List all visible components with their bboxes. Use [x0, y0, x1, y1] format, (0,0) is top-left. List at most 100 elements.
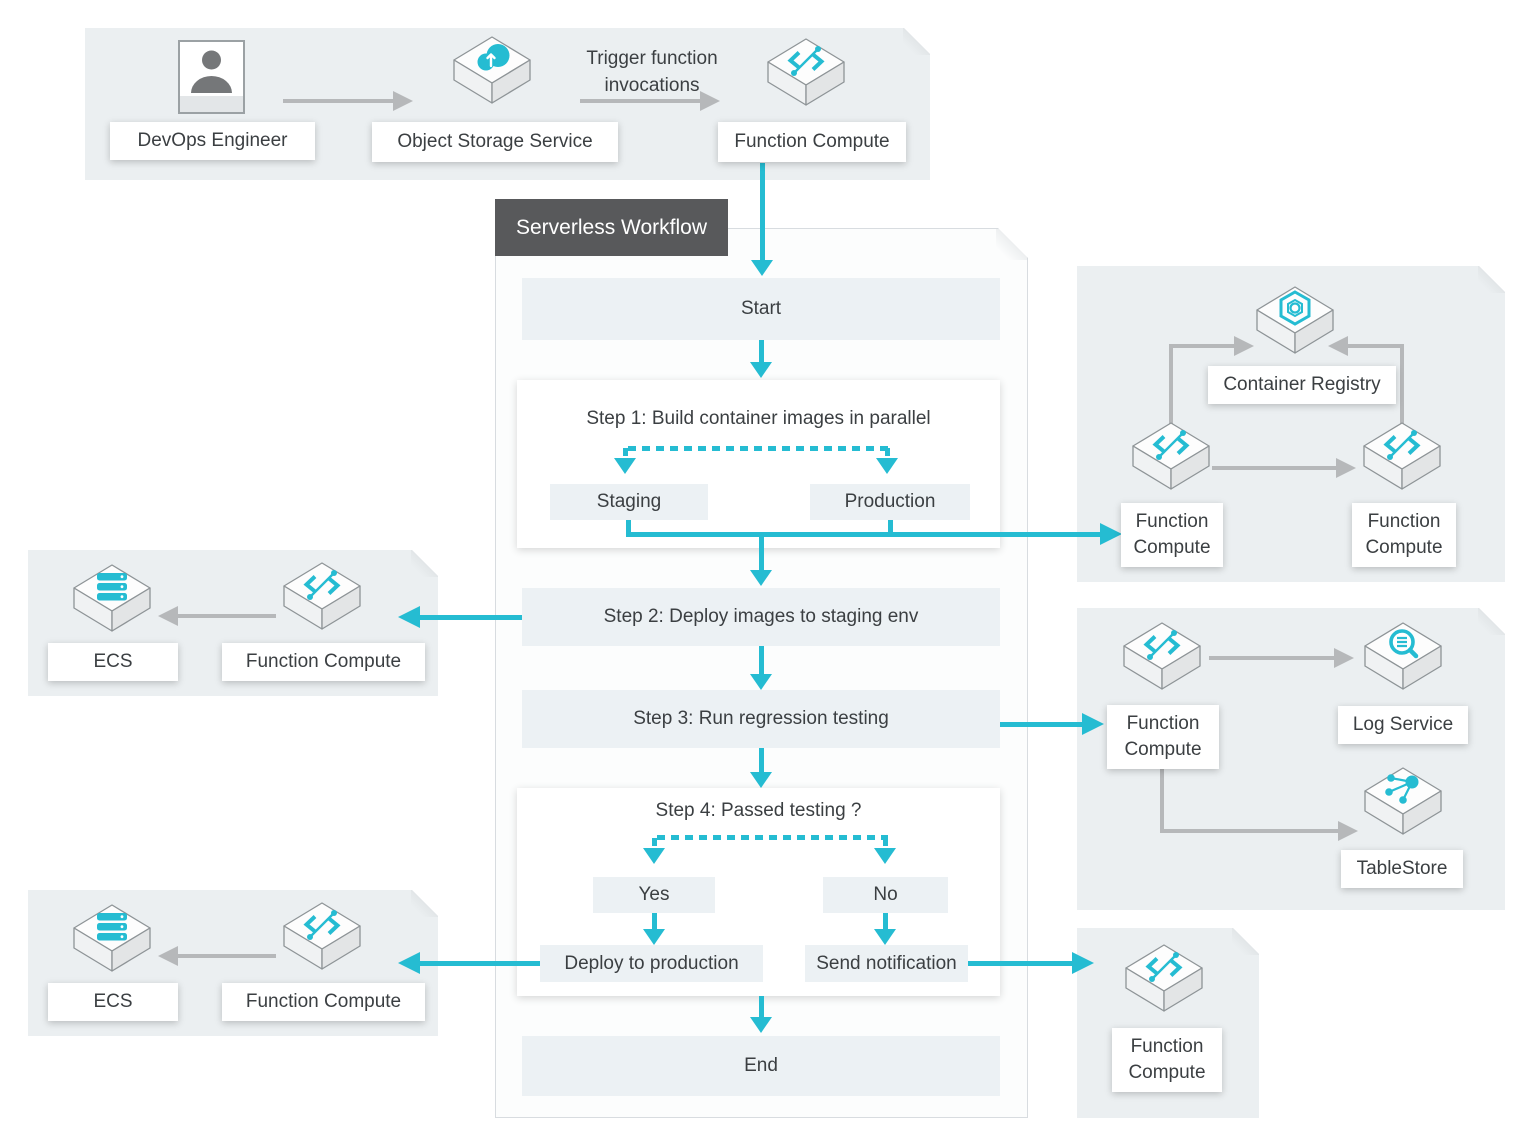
no-node: No [823, 877, 948, 913]
function-compute-label-build-left: Function Compute [1121, 503, 1223, 567]
function-compute-icon-production [279, 898, 365, 984]
arrowhead-to-production [876, 458, 898, 474]
connector-fcA-to-fcB [1212, 466, 1336, 470]
step4-branch-dashed-line [657, 835, 888, 840]
function-compute-label-staging: Function Compute [222, 643, 425, 681]
connector-step3-right [1000, 722, 1082, 727]
send-notification-node: Send notification [805, 945, 968, 982]
arrowhead-fc-to-tablestore [1338, 821, 1358, 841]
arrowhead-notify-to-notification-group [1072, 952, 1094, 974]
arrowhead-step3-to-step4 [750, 772, 772, 788]
deploy-to-production-node: Deploy to production [540, 945, 763, 982]
arrowhead-yes-to-deploy [643, 929, 665, 945]
connector-oss-to-fc [580, 99, 700, 103]
connector-fc-to-tablestore [1160, 829, 1338, 833]
step4-branch-stub-left [652, 838, 657, 846]
arrowhead-fc-to-start [751, 260, 773, 276]
arrowhead-deploy-to-production-group [398, 952, 420, 974]
workflow-header: Serverless Workflow [495, 199, 728, 256]
connector-merge-to-step2 [759, 537, 764, 570]
step1-branch-dashed-line [628, 446, 890, 451]
end-node: End [522, 1036, 1000, 1096]
arrowhead-fc-to-ecs-production [158, 946, 178, 966]
arrowhead-to-build-group [1100, 523, 1122, 545]
object-storage-icon [449, 32, 535, 118]
connector-no-down [883, 913, 888, 929]
connector-fcB-to-registry [1348, 344, 1404, 348]
connector-fcB-up [1400, 344, 1404, 450]
connector-branch-merge [626, 532, 1100, 537]
arrowhead-no-to-notify [874, 929, 896, 945]
arrowhead-step3-to-testing-group [1082, 713, 1104, 735]
tablestore-label: TableStore [1341, 850, 1463, 888]
connector-notify-right [968, 961, 1072, 966]
staging-node: Staging [550, 484, 708, 520]
arrowhead-fcA-to-fcB [1336, 458, 1356, 478]
ecs-label-staging: ECS [48, 643, 178, 681]
arrowhead-step2-to-step3 [750, 674, 772, 690]
tablestore-icon [1360, 763, 1446, 849]
arrowhead-start-to-step1 [750, 362, 772, 378]
devops-engineer-icon [178, 40, 245, 114]
function-compute-label-testing: Function Compute [1107, 705, 1219, 769]
function-compute-icon-notification [1121, 940, 1207, 1026]
connector-step2-left [420, 615, 522, 620]
arrowhead-to-no [874, 848, 896, 864]
function-compute-icon-staging [279, 558, 365, 644]
step4-branch-stub-right [883, 838, 888, 846]
function-compute-label-build-right: Function Compute [1352, 503, 1456, 567]
arrowhead-fcB-to-registry [1328, 336, 1348, 356]
connector-staging-down [626, 520, 631, 534]
arrowhead-oss-to-fc [700, 91, 720, 111]
function-compute-label-top: Function Compute [718, 122, 906, 162]
function-compute-icon-top [763, 34, 849, 120]
connector-fc-to-ecs-staging [178, 614, 276, 618]
connector-deploy-left [420, 961, 540, 966]
arrowhead-step4-to-end [750, 1017, 772, 1033]
connector-yes-down [652, 913, 657, 929]
function-compute-label-notification: Function Compute [1112, 1028, 1222, 1092]
connector-step4-to-end [759, 996, 764, 1017]
connector-step3-to-step4 [759, 748, 764, 772]
connector-fc-to-log [1209, 656, 1334, 660]
workflow-title: Serverless Workflow [516, 215, 707, 239]
arrowhead-to-yes [643, 848, 665, 864]
start-node: Start [522, 278, 1000, 340]
devops-engineer-label: DevOps Engineer [110, 122, 315, 160]
arrowhead-step2-to-staging-deploy [398, 606, 420, 628]
step1-card [517, 380, 1000, 548]
connector-fcA-to-registry [1169, 344, 1235, 348]
ecs-icon-staging [69, 560, 155, 646]
step3-node: Step 3: Run regression testing [522, 690, 1000, 748]
yes-node: Yes [593, 877, 715, 913]
connector-fc-down [1160, 769, 1164, 833]
arrowhead-fc-to-ecs-staging [158, 606, 178, 626]
step2-node: Step 2: Deploy images to staging env [522, 588, 1000, 646]
ecs-icon-production [69, 900, 155, 986]
connector-step2-to-step3 [759, 646, 764, 674]
arrowhead-to-staging [614, 458, 636, 474]
step1-title: Step 1: Build container images in parall… [586, 408, 931, 429]
container-registry-label: Container Registry [1208, 366, 1396, 404]
container-registry-icon [1252, 282, 1338, 368]
connector-fc-to-ecs-production [178, 954, 276, 958]
connector-production-down [888, 520, 893, 534]
step4-title: Step 4: Passed testing ? [655, 800, 862, 821]
arrowhead-fc-to-log [1334, 648, 1354, 668]
log-service-icon [1360, 618, 1446, 704]
connector-devops-to-oss [283, 99, 393, 103]
arrowhead-merge-to-step2 [750, 570, 772, 586]
function-compute-icon-testing [1119, 618, 1205, 704]
connector-fc-to-start [760, 163, 765, 260]
log-service-label: Log Service [1338, 706, 1468, 744]
function-compute-icon-build-right [1359, 418, 1445, 504]
function-compute-icon-build-left [1128, 418, 1214, 504]
ecs-label-production: ECS [48, 983, 178, 1021]
step1-branch-stub-left [623, 448, 628, 456]
step1-branch-stub-right [885, 448, 890, 456]
arrowhead-devops-to-oss [393, 91, 413, 111]
connector-fcA-up [1169, 344, 1173, 450]
trigger-caption: Trigger function invocations [586, 48, 718, 96]
production-node: Production [810, 484, 970, 520]
object-storage-label: Object Storage Service [372, 122, 618, 162]
